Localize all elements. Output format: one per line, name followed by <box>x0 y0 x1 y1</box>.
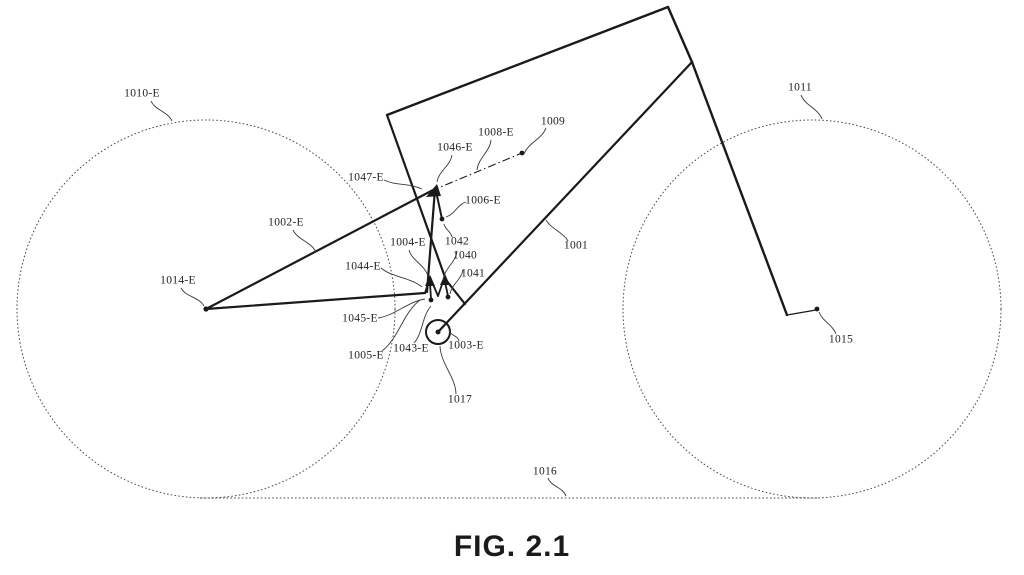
fork-foot <box>786 309 817 316</box>
leader-line-1043-E <box>413 305 432 344</box>
linkage-dot-right <box>445 294 451 300</box>
body-right-edge <box>666 5 694 64</box>
leader-line-1011 <box>800 94 823 120</box>
ref-label-1009: 1009 <box>541 116 565 128</box>
ref-label-1047-E: 1047-E <box>348 172 384 184</box>
ref-label-1040: 1040 <box>453 250 477 262</box>
front-hub-dot-1015 <box>814 306 820 312</box>
ref-label-1042: 1042 <box>445 236 469 248</box>
leader-line-1010-E <box>150 100 173 122</box>
ref-label-1011: 1011 <box>788 82 812 94</box>
ref-label-1043-E: 1043-E <box>393 343 429 355</box>
leader-line-1046-E <box>436 154 453 183</box>
ref-label-1044-E: 1044-E <box>345 261 381 273</box>
ref-label-1006-E: 1006-E <box>465 195 501 207</box>
link-joint-dot-1042 <box>439 216 445 222</box>
leader-line-1044-E <box>380 267 423 288</box>
leader-line-1009 <box>523 127 547 155</box>
bb-center-dot <box>435 329 441 335</box>
rear-wheel-circle <box>16 119 396 499</box>
ref-label-1014-E: 1014-E <box>160 275 196 287</box>
leader-line-1014-E <box>180 287 205 307</box>
left-pivot-triangle <box>425 275 435 286</box>
leader-line-1016 <box>547 477 567 497</box>
ref-label-1003-E: 1003-E <box>448 340 484 352</box>
leader-line-1006-E <box>445 201 467 218</box>
leader-line-1005-E <box>381 299 421 352</box>
ref-label-1004-E: 1004-E <box>390 237 426 249</box>
ref-label-1017: 1017 <box>448 394 472 406</box>
front-wheel-circle <box>622 119 1002 499</box>
ref-label-1016: 1016 <box>533 466 557 478</box>
leader-line-1045-E <box>377 298 426 319</box>
ref-label-1005-E: 1005-E <box>348 350 384 362</box>
ref-label-1015: 1015 <box>829 334 853 346</box>
body-top-edge <box>385 5 670 117</box>
ref-label-1008-E: 1008-E <box>478 127 514 139</box>
leader-line-1003-E <box>448 329 460 342</box>
leader-line-1040 <box>442 250 458 281</box>
fork-line <box>690 60 789 317</box>
right-pivot-triangle <box>440 274 450 285</box>
head-strut <box>425 187 437 294</box>
ref-label-1041: 1041 <box>461 268 485 280</box>
seatstay-1002 <box>204 187 437 311</box>
leader-line-1041 <box>449 269 464 295</box>
leader-line-1017 <box>439 345 457 395</box>
ref-label-1001: 1001 <box>564 240 588 252</box>
linkage-dot-left <box>428 297 434 303</box>
steering-axis-dot-1009 <box>519 150 525 156</box>
leader-line-1004-E <box>408 249 429 277</box>
figure-caption: FIG. 2.1 <box>453 530 571 563</box>
head-pivot-triangle <box>426 184 441 197</box>
down-tube-1001 <box>436 60 694 334</box>
leader-line-1001 <box>545 219 569 242</box>
leader-line-1008-E <box>476 139 492 171</box>
chainstay <box>204 291 427 311</box>
steering-axis-dashdot <box>430 152 523 192</box>
leader-line-1047-E <box>383 179 423 190</box>
ref-label-1045-E: 1045-E <box>342 313 378 325</box>
ref-label-1010-E: 1010-E <box>124 88 160 100</box>
leader-line-1015 <box>818 311 837 335</box>
rear-hub-dot-1014 <box>203 306 209 312</box>
ref-label-1002-E: 1002-E <box>268 217 304 229</box>
leader-line-1042 <box>443 223 453 238</box>
ref-label-1046-E: 1046-E <box>437 142 473 154</box>
leader-line-1002-E <box>292 229 317 253</box>
